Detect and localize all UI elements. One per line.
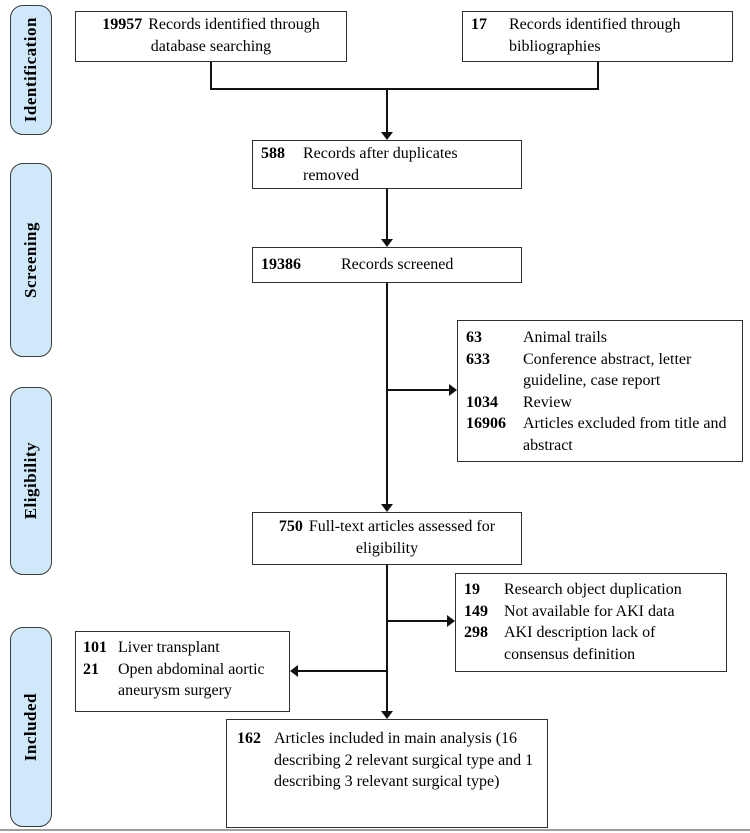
record-count: 101 [83, 639, 107, 656]
arrowhead-to-fulltext [381, 504, 393, 512]
record-count: 21 [83, 660, 99, 678]
exclusion-item: 21 Open abdominal aortic aneurysm surger… [83, 659, 283, 702]
box-duplicates-removed: 588 Records after duplicates removed [252, 140, 522, 189]
box-text: Records identified through bibliographie… [509, 16, 681, 55]
box-line: 17 Records identified through bibliograp… [471, 14, 726, 57]
box-text: database searching [150, 37, 272, 55]
box-text: Records screened [341, 256, 454, 274]
stage-identification-label: Identification [21, 17, 40, 123]
exclusion-reason: Open abdominal aortic aneurysm surgery [118, 660, 265, 700]
stage-eligibility: Eligibility [10, 387, 52, 575]
box-text: Records after duplicates removed [303, 145, 458, 184]
exclusion-reason: Articles excluded from title and abstrac… [523, 415, 727, 454]
box-surgery-type-exclusions: 101 Liver transplant 21 Open abdominal a… [75, 631, 290, 712]
record-count: 149 [464, 602, 488, 620]
connector-to-fulltext [386, 283, 388, 504]
exclusion-item: 63 Animal trails [466, 327, 734, 349]
exclusion-item: 101 Liver transplant [83, 637, 283, 659]
connector-to-screened [386, 189, 388, 239]
exclusion-reason: Not available for AKI data [504, 602, 675, 620]
exclusion-reason: AKI description lack of consensus defini… [504, 624, 656, 663]
connector-database-down [210, 62, 212, 90]
connector-bibliographies-down [597, 62, 599, 90]
exclusion-reason: Conference abstract, letter guideline, c… [523, 350, 692, 390]
box-fulltext-assessed: 750 Full-text articles assessed for eligi… [252, 512, 522, 565]
connector-branch-surgery-exclusions [296, 670, 387, 672]
stage-screening: Screening [10, 163, 52, 357]
record-count: 19386 [261, 256, 301, 274]
exclusion-item: 19 Research object duplication [464, 579, 718, 601]
stage-included-label: Included [21, 692, 40, 762]
box-records-database-searching: 19957 Records identified through database… [75, 11, 347, 62]
exclusion-item: 633 Conference abstract, letter guidelin… [466, 349, 734, 392]
box-text: Full-text articles assessed for [308, 518, 496, 535]
record-count: 588 [261, 145, 285, 162]
box-line: 19386 Records screened [261, 254, 515, 276]
record-count: 750 [278, 518, 303, 535]
box-screening-exclusions: 63 Animal trails 633 Conference abstract… [457, 320, 743, 462]
record-count: 298 [464, 624, 488, 642]
exclusion-item: 16906 Articles excluded from title and a… [466, 413, 734, 456]
box-line: 750 Full-text articles assessed for [253, 516, 521, 538]
box-text: Articles included in main analysis (16 d… [274, 730, 534, 791]
exclusion-reason: Liver transplant [118, 639, 220, 656]
arrowhead-to-included [381, 711, 393, 719]
record-count: 633 [466, 350, 490, 368]
box-records-screened: 19386 Records screened [252, 247, 522, 283]
arrowhead-eligibility-exclusions [447, 615, 455, 627]
record-count: 1034 [466, 393, 498, 411]
record-count: 17 [471, 16, 487, 33]
record-count: 63 [466, 329, 482, 346]
connector-branch-screening-exclusions [386, 389, 449, 391]
box-text: eligibility [355, 539, 419, 557]
box-text: Records identified through [148, 16, 320, 33]
arrowhead-to-duplicates [381, 132, 393, 140]
exclusion-reason: Research object duplication [504, 581, 682, 598]
arrowhead-screening-exclusions [449, 384, 457, 396]
box-line: 162 Articles included in main analysis (… [237, 728, 537, 793]
exclusion-reason: Review [523, 393, 572, 411]
record-count: 162 [237, 730, 261, 747]
box-line: 588 Records after duplicates removed [261, 143, 515, 186]
stage-included: Included [10, 627, 52, 827]
box-records-bibliographies: 17 Records identified through bibliograp… [462, 11, 733, 62]
connector-to-included [386, 565, 388, 711]
stage-screening-label: Screening [21, 222, 40, 298]
arrowhead-to-screened [381, 239, 393, 247]
arrowhead-surgery-exclusions [290, 665, 298, 677]
record-count: 16906 [466, 415, 506, 433]
exclusion-item: 1034 Review [466, 392, 734, 414]
record-count: 19957 [102, 16, 143, 33]
box-line: 19957 Records identified through [76, 14, 346, 36]
exclusion-item: 298 AKI description lack of consensus de… [464, 622, 718, 665]
exclusion-reason: Animal trails [523, 329, 607, 346]
bottom-rule [0, 829, 750, 831]
exclusion-item: 149 Not available for AKI data [464, 601, 718, 623]
connector-merge-horizontal [210, 88, 598, 90]
stage-eligibility-label: Eligibility [21, 442, 40, 520]
stage-identification: Identification [10, 5, 52, 135]
box-included-articles: 162 Articles included in main analysis (… [226, 719, 548, 828]
record-count: 19 [464, 581, 480, 598]
box-eligibility-exclusions: 19 Research object duplication 149 Not a… [455, 573, 727, 672]
connector-to-duplicates [386, 88, 388, 133]
connector-branch-eligibility-exclusions [386, 620, 447, 622]
